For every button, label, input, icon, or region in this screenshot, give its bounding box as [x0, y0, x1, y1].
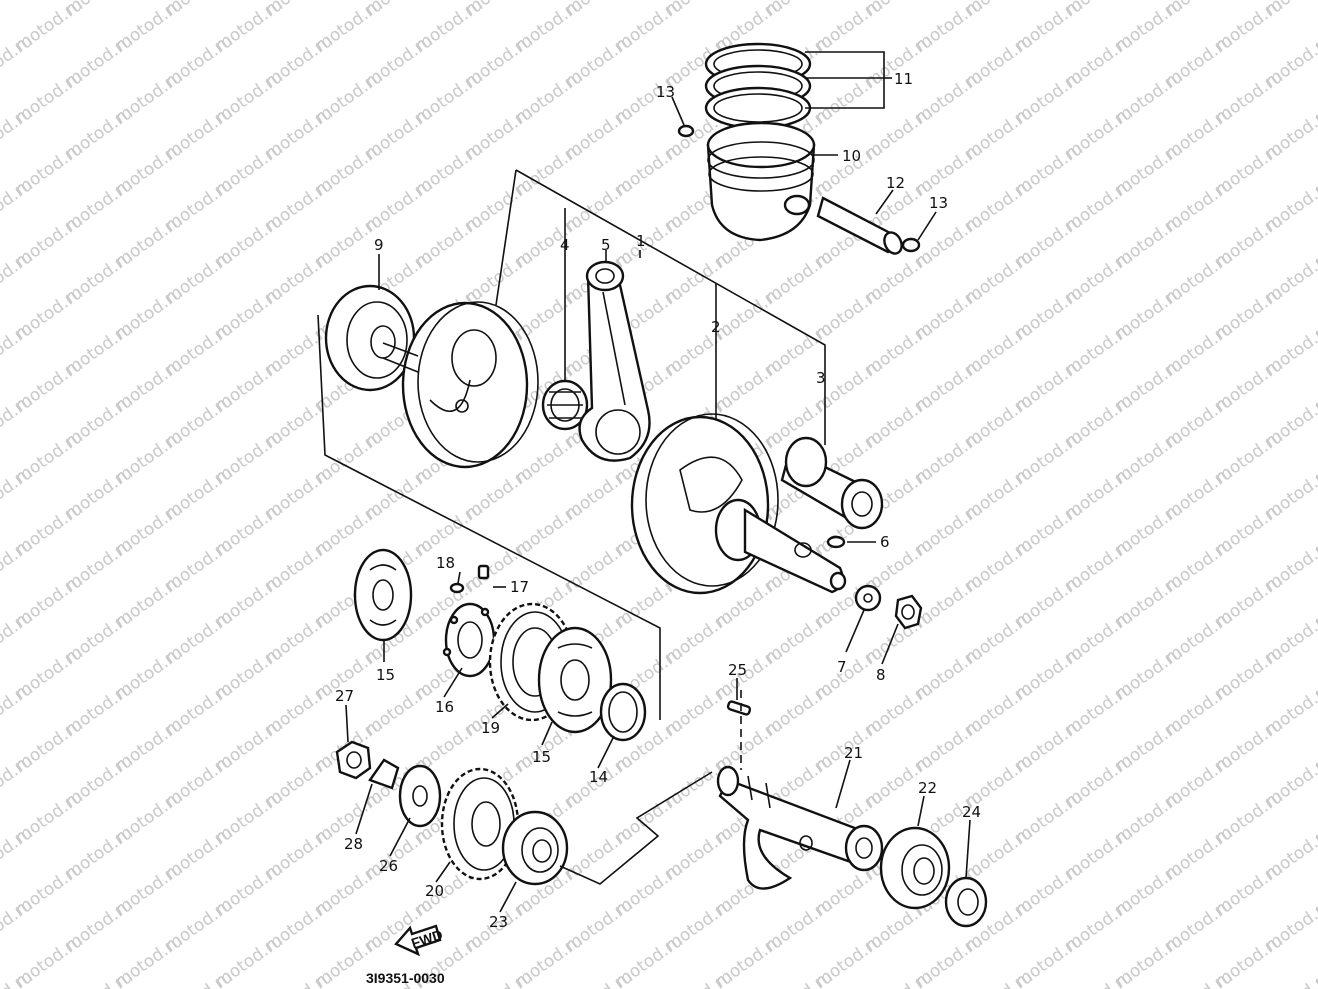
crank-pin-3 — [780, 436, 884, 530]
fwd-arrow-icon: FWD — [394, 924, 445, 957]
callout-16: 16 — [435, 698, 454, 716]
assembly-brackets — [317, 169, 826, 720]
callout-13-left: 13 — [656, 83, 675, 101]
piston — [706, 121, 816, 242]
balancer-gear-20 — [440, 767, 520, 881]
pin-17 — [477, 564, 490, 580]
diagram-code: 3I9351-0030 — [366, 970, 445, 986]
callout-14: 14 — [589, 768, 608, 786]
callout-27: 27 — [335, 687, 354, 705]
callout-19: 19 — [481, 719, 500, 737]
callout-6: 6 — [880, 533, 890, 551]
oil-seal-24 — [944, 876, 988, 928]
callout-15-lower: 15 — [532, 748, 551, 766]
key-25 — [726, 690, 752, 770]
fwd-label: FWD — [409, 926, 444, 951]
balancer-bracket — [559, 771, 713, 885]
callout-13-right: 13 — [929, 194, 948, 212]
nut-8 — [894, 594, 923, 630]
callout-2: 2 — [711, 318, 721, 336]
callout-17: 17 — [510, 578, 529, 596]
callout-15-upper: 15 — [376, 666, 395, 684]
piston-pin — [816, 196, 903, 255]
crank-web-left — [382, 301, 539, 469]
callout-4: 4 — [560, 236, 570, 254]
washer-7 — [854, 584, 882, 612]
callout-1: 1 — [636, 232, 646, 250]
callout-25: 25 — [728, 661, 747, 679]
balancer-shaft-21 — [716, 765, 884, 890]
spring-18 — [449, 582, 465, 594]
needle-bearing-4 — [541, 379, 589, 431]
leader-lines — [345, 51, 971, 913]
callout-18: 18 — [436, 554, 455, 572]
callout-labels: 1 2 3 4 5 6 7 8 9 10 11 12 13 13 14 15 1… — [335, 70, 981, 931]
washer-14 — [599, 682, 647, 742]
callout-12: 12 — [886, 174, 905, 192]
callout-20: 20 — [425, 882, 444, 900]
callout-26: 26 — [379, 857, 398, 875]
woodruff-key-6 — [826, 535, 846, 549]
callout-7: 7 — [837, 658, 847, 676]
callout-3: 3 — [816, 369, 826, 387]
connecting-rod-5 — [578, 260, 651, 462]
callout-9: 9 — [374, 236, 384, 254]
nut-27 — [335, 740, 372, 780]
bearing-22 — [879, 826, 951, 910]
callout-5: 5 — [601, 236, 611, 254]
piston-pin-clips — [677, 124, 921, 253]
callout-23: 23 — [489, 913, 508, 931]
callout-24: 24 — [962, 803, 981, 821]
bearing-23 — [501, 810, 569, 886]
piston-rings — [704, 42, 812, 130]
washer-26 — [398, 764, 442, 828]
callout-28: 28 — [344, 835, 363, 853]
callout-21: 21 — [844, 744, 863, 762]
lock-washer-28 — [368, 758, 400, 790]
plate-15-upper — [353, 548, 413, 642]
callout-11: 11 — [894, 70, 913, 88]
plate-15-lower — [537, 626, 613, 734]
callout-10: 10 — [842, 147, 861, 165]
gear-16 — [442, 602, 496, 678]
callout-8: 8 — [876, 666, 886, 684]
crank-web-right — [630, 413, 847, 595]
callout-22: 22 — [918, 779, 937, 797]
bearing-9 — [324, 284, 416, 392]
